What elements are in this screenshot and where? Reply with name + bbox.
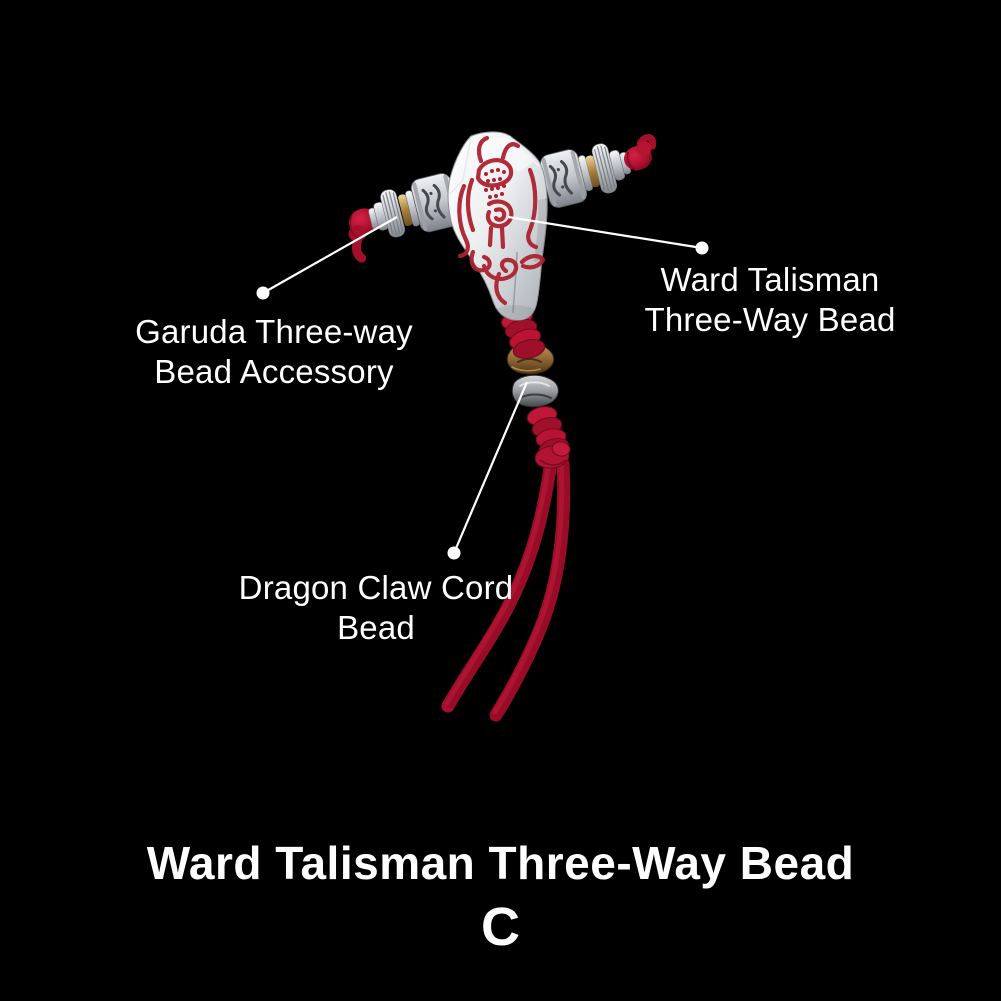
callout-dot-dragon	[447, 546, 461, 560]
callout-dot-ward	[695, 241, 709, 255]
annotation-text: Bead Accessory	[154, 353, 394, 390]
annotation-label-dragon: Dragon Claw Cord Bead	[176, 568, 576, 648]
annotation-label-ward: Ward Talisman Three-Way Bead	[570, 260, 970, 340]
bead-accessory-right	[540, 134, 657, 208]
ribbed-cap-left	[380, 189, 406, 238]
product-title: Ward Talisman Three-Way Bead	[146, 837, 855, 889]
brass-ring-left	[398, 194, 413, 227]
brass-ring-right	[585, 155, 600, 188]
callout-dots	[256, 241, 709, 560]
garuda-bead-accessory-left	[348, 173, 460, 263]
talisman-engraving	[457, 135, 546, 306]
annotation-text: Ward Talisman	[660, 261, 880, 298]
ribbed-cap-right	[591, 143, 618, 194]
ward-talisman-pendant	[447, 131, 548, 321]
talisman-engraving-dots	[484, 168, 506, 199]
cord-stub-right	[636, 134, 657, 150]
annotation-label-garuda: Garuda Three-way Bead Accessory	[74, 312, 474, 392]
cord-wrap-lower	[526, 406, 571, 469]
callout-line-ward	[507, 215, 703, 250]
annotation-text: Three-Way Bead	[644, 301, 896, 338]
carved-barrel-right	[540, 149, 588, 208]
callout-dot-garuda	[256, 286, 270, 300]
annotation-text: Garuda Three-way	[135, 313, 413, 350]
callout-line-garuda	[262, 216, 398, 294]
annotation-text: Dragon Claw Cord	[238, 569, 514, 606]
callout-lines	[262, 215, 703, 554]
annotation-text: Bead	[337, 609, 415, 646]
callout-line-dragon	[452, 381, 529, 554]
red-cord-tassel	[441, 454, 571, 722]
variant-letter: C	[481, 897, 520, 957]
